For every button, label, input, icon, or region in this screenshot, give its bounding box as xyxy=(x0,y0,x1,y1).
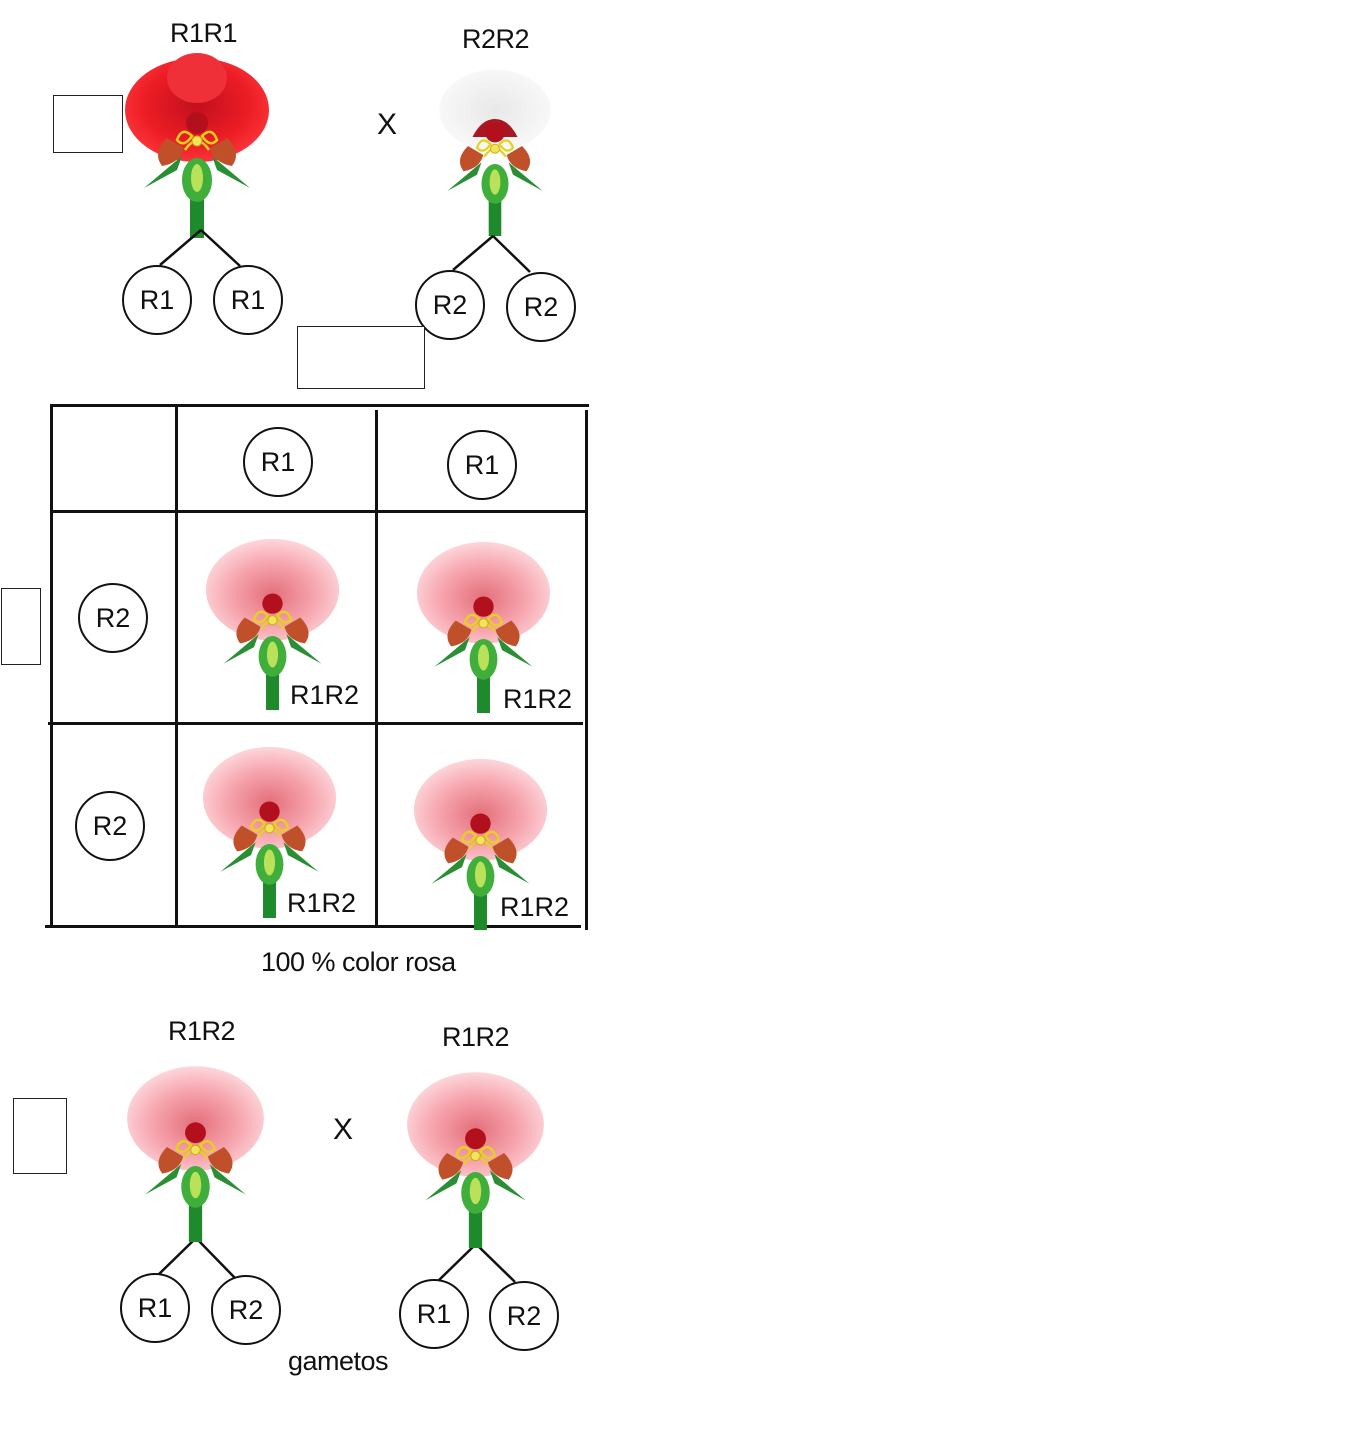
parent-1-genotype: R1R1 xyxy=(170,18,238,48)
f1-right-genotype: R1R2 xyxy=(442,1022,510,1052)
punnett-cell-2-1: R1R2 xyxy=(287,888,357,918)
grid-bottom xyxy=(45,925,581,928)
f1-gamete-right-2: R2 xyxy=(489,1281,559,1351)
answer-box-1[interactable] xyxy=(53,95,123,153)
punnett-row-header-1: R2 xyxy=(78,583,148,653)
red-flower-icon xyxy=(125,53,269,238)
gametes-label: gametos xyxy=(288,1346,389,1376)
f1-gamete-left-1: R1 xyxy=(120,1273,190,1343)
grid-row-1 xyxy=(52,510,587,513)
gamete-p2-2: R2 xyxy=(506,272,576,342)
f1-gamete-right-1: R1 xyxy=(399,1279,469,1349)
punnett-col-header-2: R1 xyxy=(447,430,517,500)
pink-flower-icon xyxy=(127,1066,264,1242)
pink-flower-icon xyxy=(416,541,551,713)
cross-symbol-top: X xyxy=(377,108,398,141)
punnett-cell-2-2: R1R2 xyxy=(500,892,570,922)
cross-symbol-bottom: X xyxy=(333,1113,354,1146)
f1-gamete-left-2: R2 xyxy=(211,1275,281,1345)
grid-col-1 xyxy=(175,404,178,928)
answer-box-4[interactable] xyxy=(13,1098,67,1174)
parent-2-genotype: R2R2 xyxy=(462,24,530,54)
grid-top xyxy=(52,404,589,407)
grid-col-2 xyxy=(375,410,378,928)
answer-box-2[interactable] xyxy=(297,326,425,389)
pink-flower-icon xyxy=(413,758,548,930)
white-flower-icon xyxy=(439,69,551,236)
grid-left xyxy=(50,404,53,928)
pink-flower-icon xyxy=(202,746,337,918)
grid-right xyxy=(585,410,588,930)
punnett-col-header-1: R1 xyxy=(243,427,313,497)
answer-box-3[interactable] xyxy=(1,588,41,665)
grid-row-2 xyxy=(48,722,583,725)
pink-flower-icon xyxy=(205,538,340,710)
f1-left-genotype: R1R2 xyxy=(168,1016,236,1046)
punnett-row-header-2: R2 xyxy=(75,791,145,861)
pink-flower-icon xyxy=(407,1072,544,1248)
result-caption: 100 % color rosa xyxy=(261,947,456,977)
gamete-p2-1: R2 xyxy=(415,270,485,340)
gamete-p1-1: R1 xyxy=(122,265,192,335)
gamete-p1-2: R1 xyxy=(213,265,283,335)
punnett-cell-1-1: R1R2 xyxy=(290,680,360,710)
punnett-cell-1-2: R1R2 xyxy=(503,684,573,714)
